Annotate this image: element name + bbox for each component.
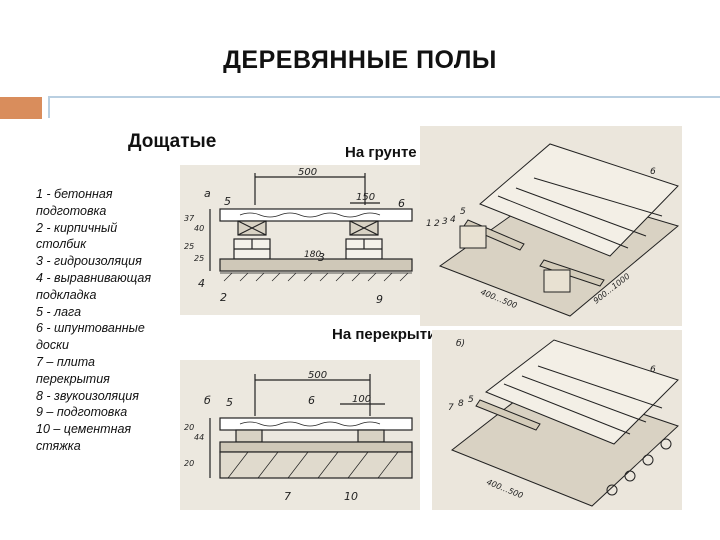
callout: 4 <box>450 215 456 225</box>
legend-line: столбик <box>36 237 87 252</box>
dim-left: 20 <box>184 459 194 468</box>
legend-line: 6 - шпунтованные <box>36 321 145 336</box>
accent-bar <box>0 97 42 119</box>
legend-line: подкладка <box>36 287 97 302</box>
legend-line: 10 – цементная <box>36 422 132 437</box>
legend-line: 2 - кирпичный <box>36 220 118 235</box>
dim-left: 25 <box>184 242 194 251</box>
callout: 3 <box>318 251 325 264</box>
legend-line: стяжка <box>36 438 81 453</box>
legend-line: 3 - гидроизоляция <box>36 254 142 269</box>
callout: 5 <box>226 396 233 409</box>
dim-left: 44 <box>194 433 204 442</box>
legend-line: перекрытия <box>36 371 110 386</box>
title-rule <box>48 96 720 118</box>
callout: 6 <box>650 365 656 375</box>
iso-ground-drawing: 400…500 900…1000 1 2 3 4 5 6 <box>420 126 682 326</box>
dim-left: 40 <box>194 224 204 233</box>
page-title: ДЕРЕВЯННЫЕ ПОЛЫ <box>223 46 497 74</box>
dim-mid: 180 <box>304 250 321 260</box>
callout: 1 <box>426 219 432 229</box>
label-ground: На грунте <box>345 144 417 161</box>
callout: 2 <box>220 291 227 304</box>
section-letter: б <box>204 394 211 407</box>
iso-slab-drawing: б) 400…500 7 8 5 6 <box>432 330 682 510</box>
legend-line: 7 – плита <box>36 354 95 369</box>
section-letter: б) <box>456 339 465 349</box>
callout: 4 <box>198 277 205 290</box>
legend-line: 1 - бетонная <box>36 187 113 201</box>
callout: 10 <box>344 490 358 503</box>
callout: 6 <box>650 167 656 177</box>
legend-line: 8 - звукоизоляция <box>36 388 139 403</box>
legend-line: 4 - выравнивающая <box>36 270 152 285</box>
callout: 8 <box>458 399 464 409</box>
callout: 5 <box>460 207 466 217</box>
legend-line: подготовка <box>36 203 107 218</box>
legend-line: 5 - лага <box>36 304 82 319</box>
dim-left: 25 <box>194 254 204 263</box>
legend: 1 - бетонная подготовка 2 - кирпичный ст… <box>36 186 176 455</box>
section-letter: а <box>204 187 211 200</box>
callout: 5 <box>468 395 474 405</box>
callout: 9 <box>376 293 383 306</box>
dim-right: 100 <box>352 394 371 405</box>
section-ground-drawing: 500 150 37 40 25 25 180 а 5 6 4 3 2 <box>180 165 420 315</box>
legend-line: 9 – подготовка <box>36 405 128 420</box>
dim-top: 500 <box>308 370 327 381</box>
callout: 2 <box>434 219 440 229</box>
callout: 7 <box>448 403 454 413</box>
label-slab: На перекрытии <box>332 326 446 343</box>
callout: 3 <box>442 217 448 227</box>
legend-line: доски <box>36 338 69 353</box>
dim-left: 37 <box>184 214 195 223</box>
callout: 7 <box>284 490 291 503</box>
callout: 6 <box>398 197 405 210</box>
callout: 6 <box>308 394 315 407</box>
callout: 5 <box>224 195 231 208</box>
section-slab-drawing: 500 100 20 44 20 б 5 6 7 10 <box>180 360 420 510</box>
subtitle: Дощатые <box>128 131 217 152</box>
dim-right: 150 <box>356 192 375 203</box>
dim-left: 20 <box>184 423 194 432</box>
dim-top: 500 <box>298 167 317 178</box>
